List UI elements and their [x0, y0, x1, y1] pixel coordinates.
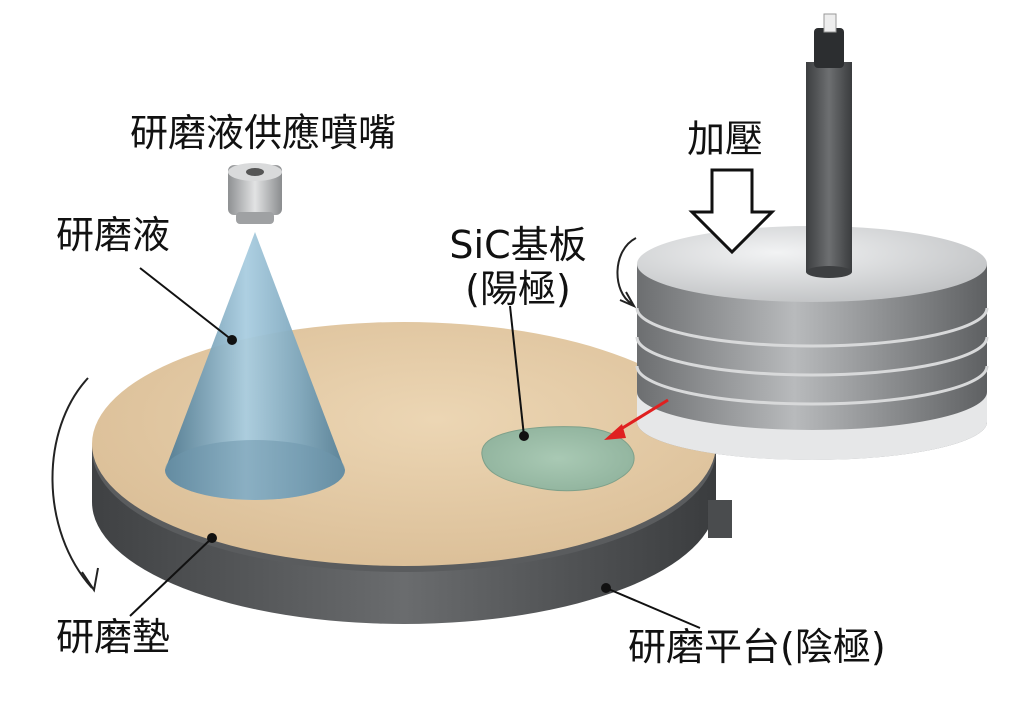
nozzle-icon — [228, 163, 282, 224]
leader-pad — [129, 537, 213, 617]
leader-substrate — [509, 305, 525, 437]
label-nozzle: 研磨液供應噴嘴 — [130, 111, 397, 155]
pressure-arrow-icon — [688, 168, 776, 255]
head-rotation-arrowhead — [619, 291, 637, 309]
carrier-shaft — [806, 13, 852, 278]
leader-slurry — [139, 267, 233, 341]
head-rotation-arrow — [616, 237, 637, 305]
leader-platen — [605, 587, 701, 629]
label-slurry: 研磨液 — [56, 213, 171, 257]
red-arrow-shaft — [615, 398, 669, 434]
label-pad: 研磨墊 — [56, 615, 171, 659]
label-pressure: 加壓 — [687, 117, 764, 161]
label-substrate: SiC基板 (陽極) — [428, 223, 608, 311]
label-substrate-line1: SiC基板 — [449, 223, 587, 267]
label-substrate-line2: (陽極) — [465, 266, 571, 311]
platen-rotation-arrowhead — [81, 567, 99, 593]
red-arrow-head — [604, 424, 626, 440]
platen-rotation-arrow — [51, 377, 93, 589]
slurry-cone — [165, 232, 345, 500]
sic-substrate — [481, 426, 635, 492]
label-platen: 研磨平台(陰極) — [628, 625, 886, 669]
